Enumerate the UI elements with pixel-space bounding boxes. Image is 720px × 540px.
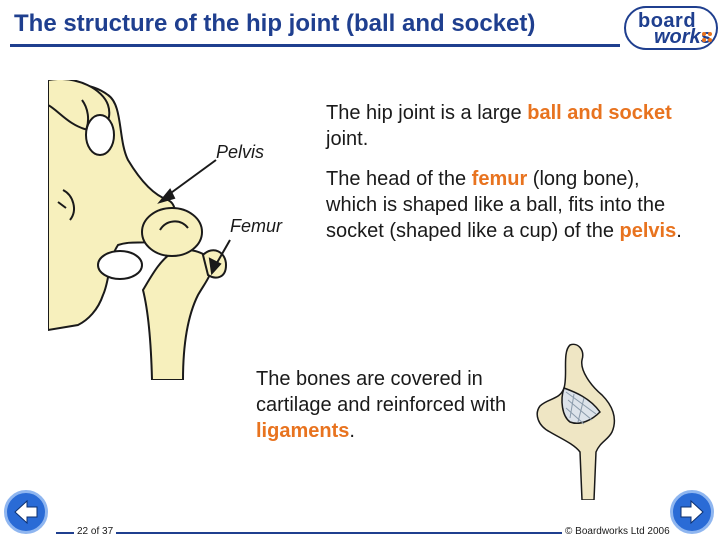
logo-dots-icon — [702, 32, 714, 44]
next-slide-button[interactable] — [670, 490, 714, 534]
para3-text-2: . — [349, 420, 355, 442]
highlight-femur: femur — [471, 168, 528, 190]
paragraph-ball-socket: The hip joint is a large ball and socket… — [326, 100, 686, 152]
page-number: 22 of 37 — [74, 526, 117, 537]
footer-divider — [56, 532, 620, 534]
para2-text-3: . — [676, 220, 682, 242]
para3-text-1: The bones are covered in cartilage and r… — [256, 368, 507, 416]
title-underline — [10, 44, 620, 47]
pelvis-label: Pelvis — [216, 142, 265, 162]
highlight-ball-and-socket: ball and socket — [527, 102, 672, 124]
arrow-left-icon — [14, 499, 38, 525]
paragraph-femur-pelvis: The head of the femur (long bone), which… — [326, 166, 686, 244]
logo-word-board: board — [638, 10, 697, 32]
previous-slide-button[interactable] — [4, 490, 48, 534]
hip-skeleton-illustration — [48, 80, 231, 380]
slide-footer: 22 of 37 © Boardworks Ltd 2006 — [0, 488, 720, 540]
para2-text-2: (long bone), which is shaped like a ball… — [326, 168, 666, 242]
title-bar: The structure of the hip joint (ball and… — [0, 0, 720, 52]
arrow-right-icon — [680, 499, 704, 525]
femur-label: Femur — [230, 216, 283, 236]
slide-title: The structure of the hip joint (ball and… — [14, 10, 536, 37]
copyright-text: © Boardworks Ltd 2006 — [562, 526, 673, 537]
para1-text-2: joint. — [326, 128, 369, 150]
highlight-pelvis: pelvis — [619, 220, 677, 242]
hip-ligament-illustration — [536, 343, 616, 500]
boardworks-logo: board works — [624, 6, 718, 50]
para1-text-1: The hip joint is a large — [326, 102, 528, 124]
para2-text-1: The head of the — [326, 168, 472, 190]
paragraph-ligaments: The bones are covered in cartilage and r… — [256, 366, 546, 444]
logo-word-works: works — [654, 26, 712, 48]
highlight-ligaments: ligaments — [256, 420, 350, 442]
